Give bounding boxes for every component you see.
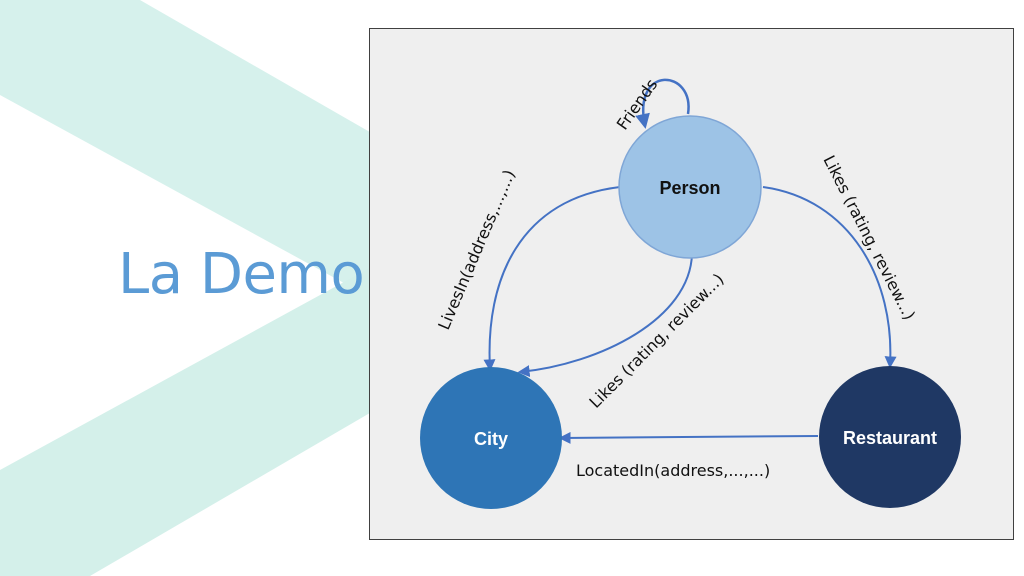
edge-lives-in [483, 186, 621, 372]
edge-likes-city [517, 253, 693, 378]
edge-likes-restaurant [762, 186, 897, 369]
edge-label-located-in: LocatedIn(address,...,...) [576, 461, 770, 480]
graph-diagram: Person City Restaurant Friends LivesIn(a… [369, 28, 1014, 540]
node-city-label: City [474, 429, 508, 449]
slide-title: La Demo [118, 242, 365, 307]
ribbon-shape-bottom [0, 265, 375, 576]
node-city: City [420, 367, 562, 509]
edge-located-in [558, 431, 819, 444]
node-person-label: Person [659, 178, 720, 198]
node-restaurant: Restaurant [819, 366, 961, 508]
edge-label-friends: Friends [613, 75, 662, 133]
edge-label-lives-in: LivesIn(address,...,...) [434, 167, 519, 333]
node-person: Person [618, 115, 762, 259]
node-restaurant-label: Restaurant [843, 428, 937, 448]
edge-label-likes-city: Likes (rating, review...) [585, 270, 727, 412]
ribbon-shape-top [0, 0, 375, 300]
edge-label-likes-restaurant: Likes (rating, review...) [819, 152, 919, 323]
edge-friends [635, 78, 690, 129]
